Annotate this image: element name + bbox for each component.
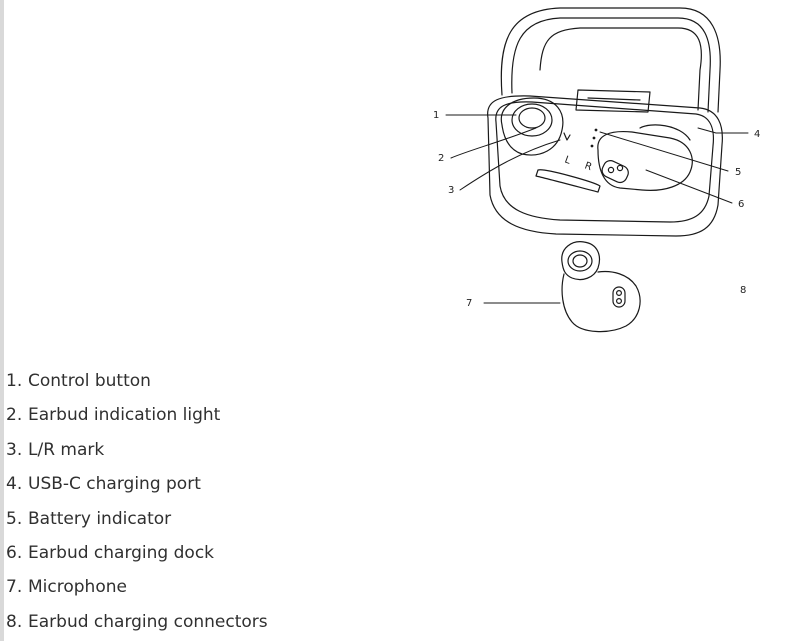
battery-indicator xyxy=(590,128,598,148)
indicator-light-mark xyxy=(563,132,571,141)
legend-item: 8.Earbud charging connectors xyxy=(6,611,268,632)
legend-label: Microphone xyxy=(28,577,127,598)
legend-label: Control button xyxy=(28,371,151,391)
callout-1: 1 xyxy=(433,110,439,121)
callout-7: 7 xyxy=(466,298,472,309)
right-mark: R xyxy=(583,160,593,173)
legend-item: 1.Control button xyxy=(6,371,151,391)
legend-label: L/R mark xyxy=(28,439,105,460)
callout-8: 8 xyxy=(740,285,746,296)
legend-label: USB-C charging port xyxy=(28,474,201,495)
callout-5: 5 xyxy=(735,167,741,178)
earbuds-diagram: L R 1 2 3 4 5 6 7 8 xyxy=(433,7,760,333)
leader-lines xyxy=(445,114,749,304)
callout-6: 6 xyxy=(738,199,744,210)
callout-2: 2 xyxy=(438,153,444,164)
callout-4: 4 xyxy=(754,129,760,140)
left-earbud xyxy=(500,97,564,156)
legend-item: 4.USB-C charging port xyxy=(6,474,201,495)
parts-legend: 1.Control button 2.Earbud indication lig… xyxy=(6,366,268,641)
legend-item: 6.Earbud charging dock xyxy=(6,542,215,563)
left-mark: L xyxy=(563,154,572,166)
case-lid xyxy=(500,7,721,113)
case-body xyxy=(487,95,723,237)
left-border xyxy=(0,0,4,641)
case-hinge xyxy=(575,89,651,113)
standalone-earbud xyxy=(561,241,641,333)
legend-label: Earbud charging dock xyxy=(28,542,215,563)
callout-3: 3 xyxy=(448,185,454,196)
legend-item: 5.Battery indicator xyxy=(6,508,172,529)
legend-item: 7.Microphone xyxy=(6,577,127,598)
legend-label: Earbud charging connectors xyxy=(28,611,268,632)
right-earbud-dock xyxy=(597,124,693,191)
legend-item: 2.Earbud indication light xyxy=(6,405,221,426)
legend-item: 3.L/R mark xyxy=(6,439,105,460)
usb-c-port xyxy=(535,169,601,193)
legend-label: Earbud indication light xyxy=(28,405,221,426)
legend-label: Battery indicator xyxy=(28,508,172,529)
